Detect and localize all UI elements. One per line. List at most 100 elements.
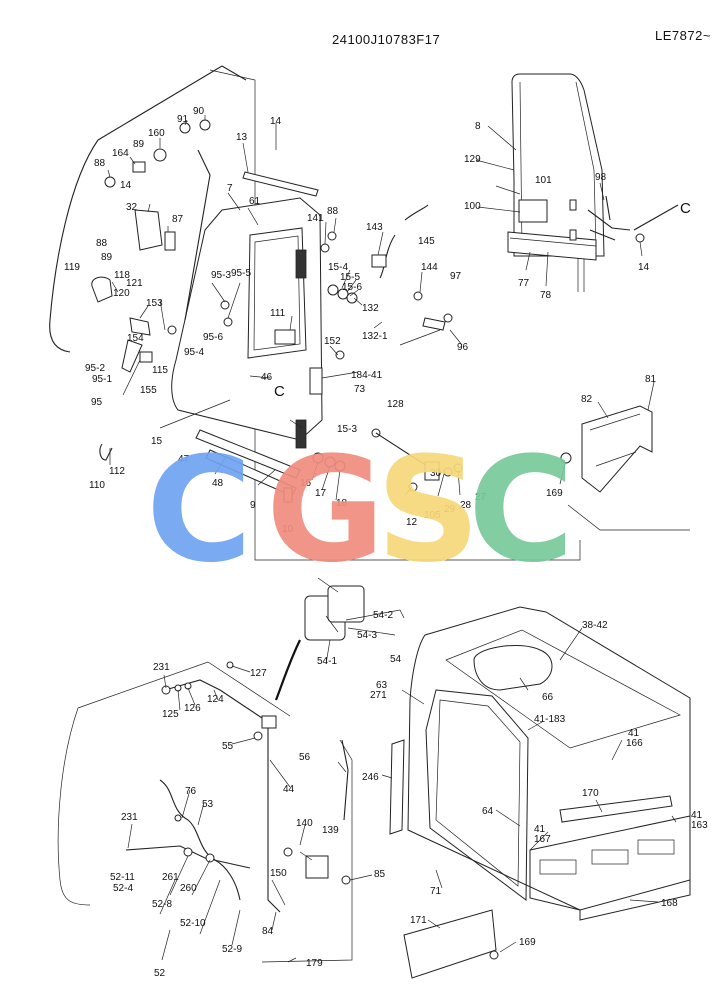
part-callout: 231 [153,662,170,673]
part-callout: 41-183 [534,714,566,725]
leader-lines-lower-left [127,577,405,963]
part-callout: 76 [185,786,197,797]
part-callout: 140 [296,818,313,829]
bushing-15-6 [346,292,358,304]
guard-plate-101 [518,199,548,223]
part-callout: 48 [212,478,224,489]
part-callout: 115 [152,365,168,376]
connector-124 [261,715,277,729]
part-callout: 271 [370,690,387,701]
stay-rod [242,171,319,197]
part-callout: 47 [178,454,190,465]
bolt-85 [341,875,351,885]
part-callout: 155 [140,385,157,396]
watermark-letter-2: G [266,426,386,595]
hook-110 [99,443,113,461]
rod-56 [341,739,349,821]
guard-frame-leg [577,255,585,292]
door-assembly [49,65,581,561]
cushion-155 [139,351,153,363]
catch-32 [134,209,163,251]
part-callout: 15 [151,436,163,447]
part-callout: 154 [127,333,144,344]
part-callout: 41 [534,824,546,835]
hinge-upper [295,249,307,279]
part-callout: 29 [444,504,456,515]
guard-frame-outer [511,73,605,257]
latch-119 [91,276,113,303]
lock-30 [424,461,440,481]
part-callout: 97 [450,271,462,282]
part-callout: 54-2 [373,610,393,621]
part-callout: 55 [222,741,234,752]
part-callout: 52-8 [152,899,172,910]
wire-128 [375,432,431,469]
part-callout: 127 [250,668,267,679]
part-callout: 77 [518,278,530,289]
part-callout: 44 [283,784,295,795]
part-callout: 15-6 [342,282,362,293]
part-callout: 143 [366,222,383,233]
part-callout: 52-9 [222,944,242,955]
side-strip-246 [389,739,405,835]
part-callout: 89 [101,252,113,263]
part-callout: 71 [430,886,442,897]
part-callout: 168 [661,898,678,909]
leader-lines-guard [475,125,643,287]
part-callout: 84 [262,926,274,937]
part-callout: 8 [475,121,481,132]
part-callout: 56 [299,752,311,763]
part-callout: 119 [64,262,80,273]
bolt-127 [226,661,234,669]
document-code: 24100J10783F17 [332,32,441,47]
clamp-143 [371,254,387,268]
cab-pillar-outline [261,739,353,963]
door-window [247,227,307,359]
roof-hatch-66 [473,644,553,691]
side-plate-82-detail [589,413,641,467]
part-callout: 64 [482,806,494,817]
cab-outline-right [209,69,581,561]
part-callout: 54-3 [357,630,377,641]
part-callout: 152 [324,336,341,347]
part-callout: 95-4 [184,347,204,358]
part-callout: 14 [270,116,282,127]
front-glass [435,699,521,887]
cab-rail-170 [559,795,673,823]
part-callout: 246 [362,772,379,783]
door-lock-plate [274,329,296,345]
guard-frame-assembly [475,73,690,531]
part-callout: 14 [120,180,132,191]
part-callout: 27 [475,492,487,503]
part-callout: 95 [91,397,103,408]
part-callout: 145 [418,236,435,247]
part-callout: 14 [638,262,650,273]
bolt-88 [104,176,116,188]
guard-frame-inner [519,81,597,251]
guard-bolt-14 [635,233,645,243]
part-callout: 139 [322,825,339,836]
guard-c-leader [633,204,679,231]
part-callout: 96 [457,342,469,353]
part-callout: 9 [250,500,256,511]
c-marker-door: C [274,383,285,400]
part-callout: 260 [180,883,197,894]
bushing-15-5 [337,288,349,300]
bolt-169-lower [489,950,499,960]
part-callout: 118 [114,270,130,281]
clip-76 [174,814,182,822]
lamp-bracket-54-2 [327,585,365,623]
part-callout: 15-4 [328,262,348,273]
part-callout: 82 [581,394,593,405]
part-callout: 171 [410,915,427,926]
part-callout: 132 [362,303,379,314]
floor-plate-171 [403,909,497,979]
part-callout: 163 [691,820,708,831]
part-callout: 88 [327,206,339,217]
door-window-inner [253,235,301,351]
part-callout: 167 [534,834,551,845]
part-callout: 28 [460,500,472,511]
